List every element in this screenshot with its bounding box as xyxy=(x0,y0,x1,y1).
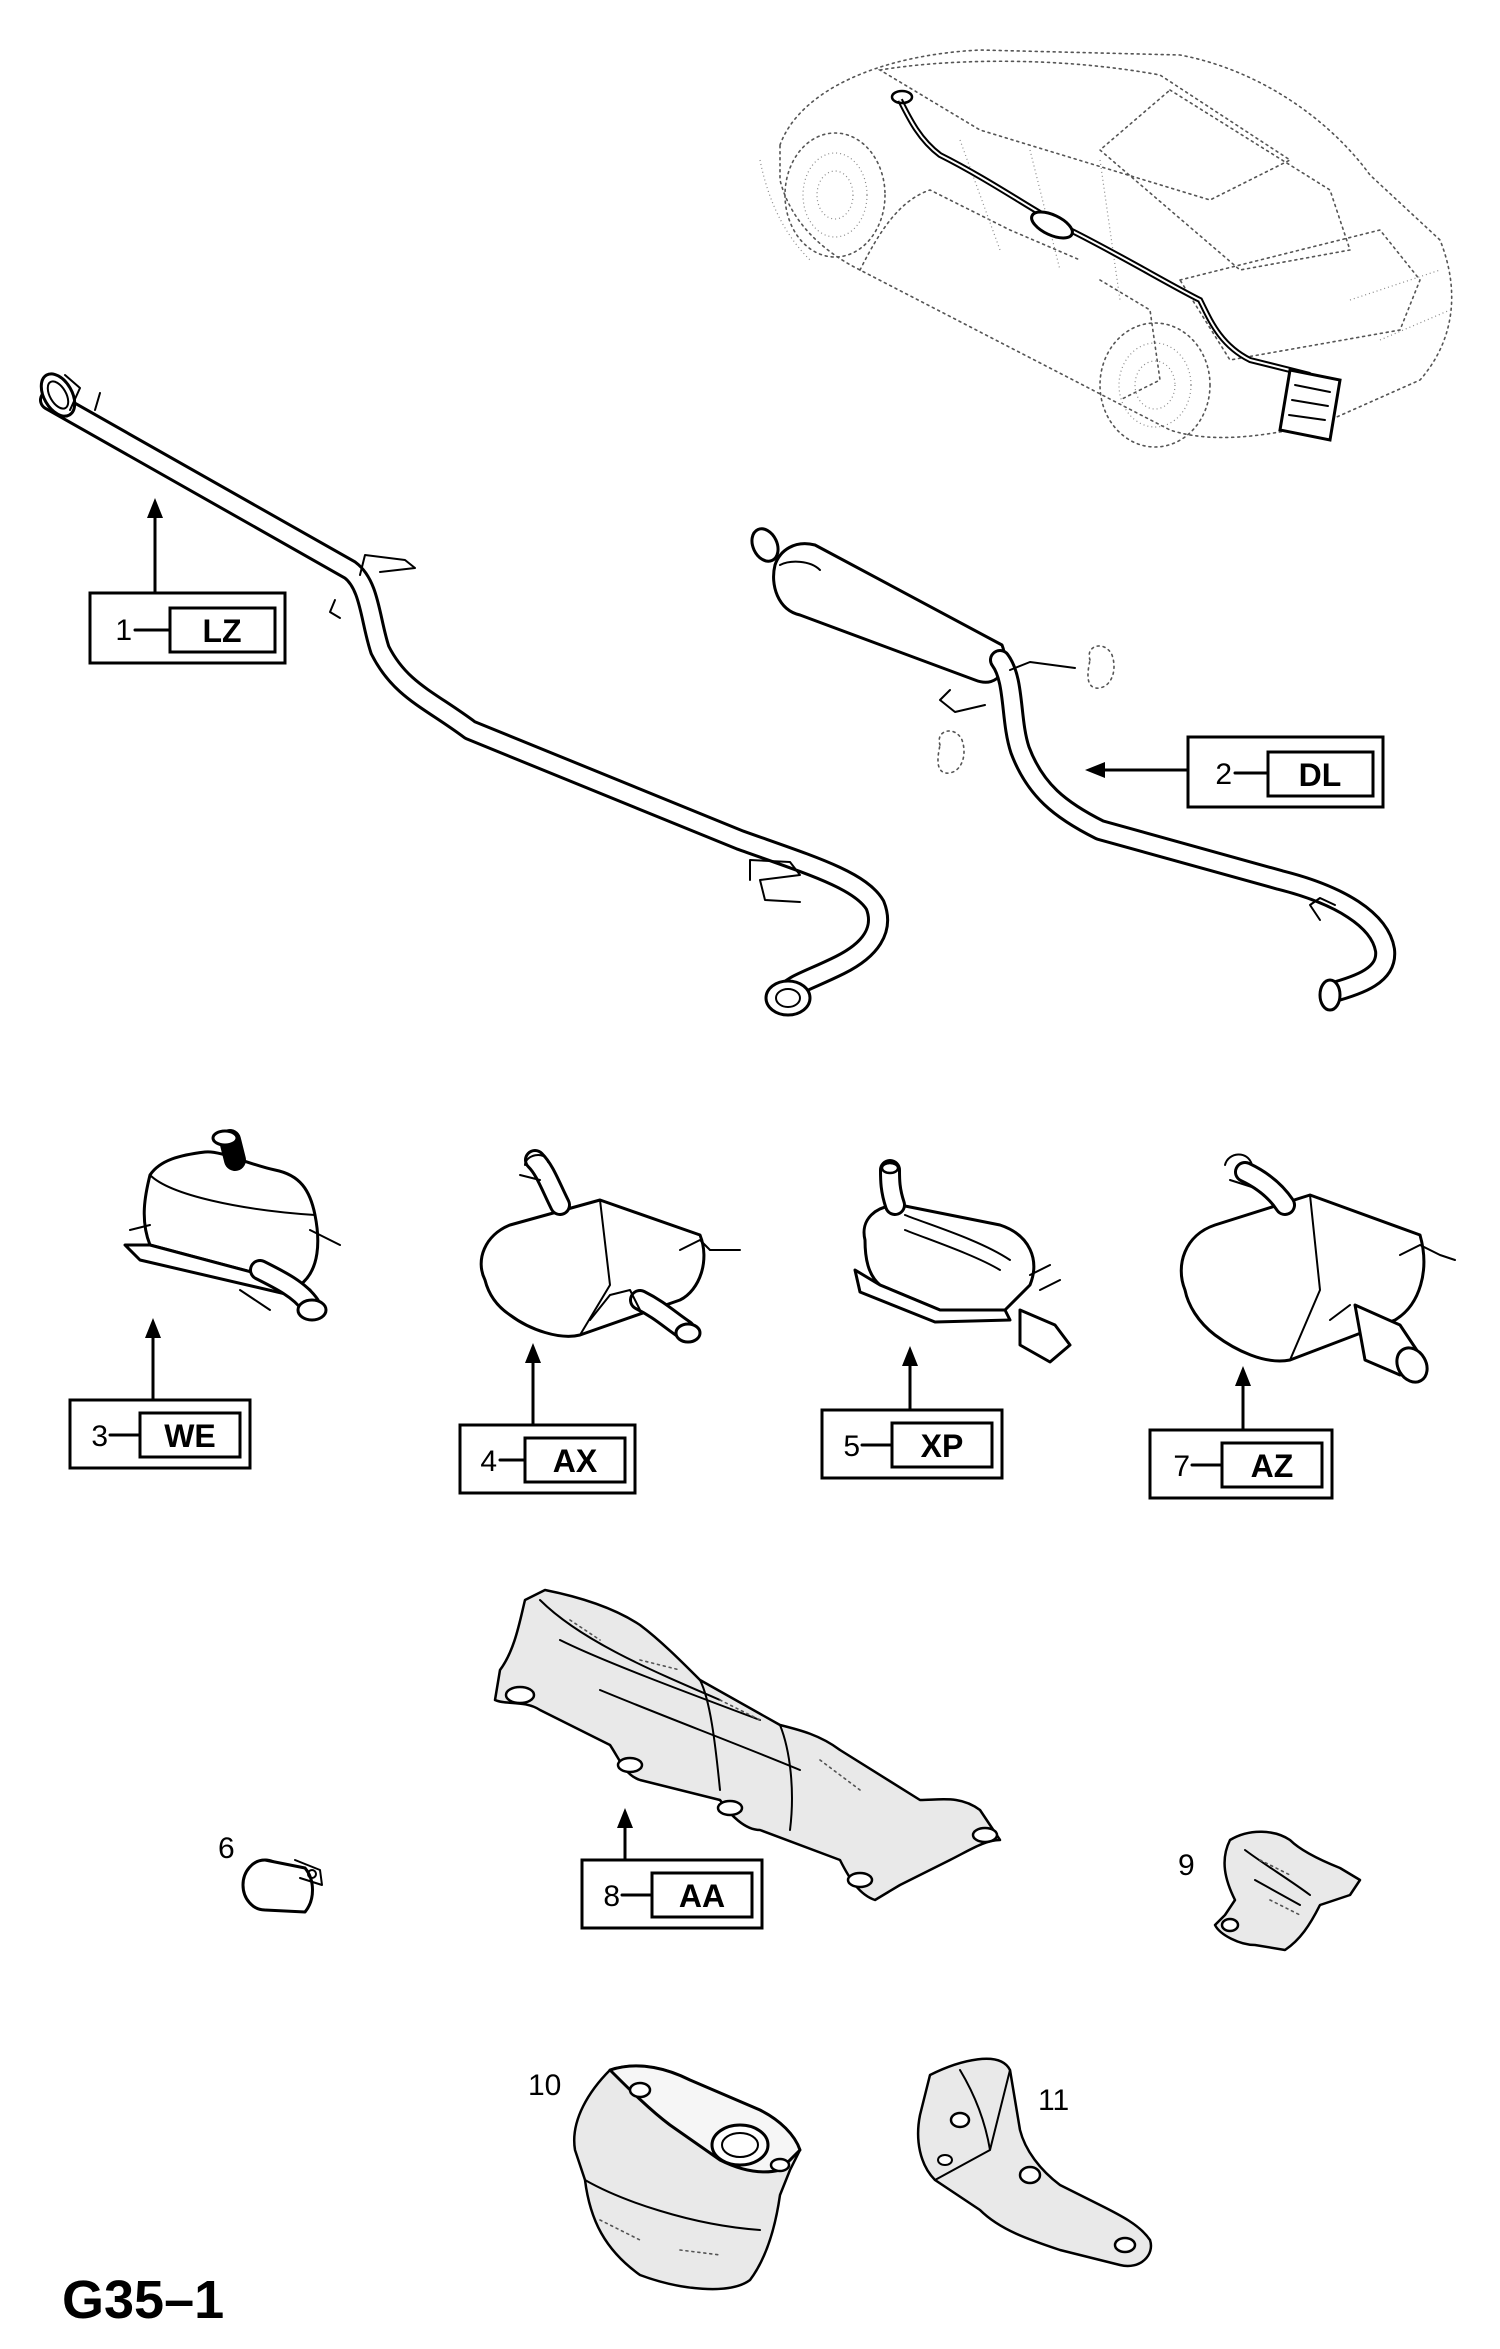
car-outline-illustration xyxy=(759,49,1453,448)
part-8-heat-shield xyxy=(493,1588,1002,1902)
part-code-7: AZ xyxy=(1251,1448,1294,1484)
part-2-center-muffler xyxy=(750,527,1397,1012)
callout-part-7: 7 AZ xyxy=(1148,1366,1334,1500)
part-5-rear-muffler xyxy=(853,1159,1072,1364)
part-11-bracket: 11 xyxy=(916,2057,1153,2268)
part-number-9: 9 xyxy=(1178,1849,1195,1882)
part-6-clamp: 6 xyxy=(218,1832,323,1914)
part-9-heat-shield: 9 xyxy=(1178,1830,1362,1952)
part-number-8: 8 xyxy=(603,1880,620,1913)
callout-part-3: 3 WE xyxy=(68,1318,252,1470)
part-number-2: 2 xyxy=(1215,758,1232,791)
part-number-11: 11 xyxy=(1038,2084,1069,2117)
part-code-5: XP xyxy=(921,1428,964,1464)
part-code-1: LZ xyxy=(202,613,241,649)
part-10-heat-shield: 10 xyxy=(528,2064,802,2291)
part-code-8: AA xyxy=(679,1878,725,1914)
part-1-front-pipe xyxy=(39,372,890,1017)
callout-part-4: 4 AX xyxy=(458,1343,637,1495)
callout-part-5: 5 XP xyxy=(820,1346,1004,1480)
part-number-1: 1 xyxy=(115,614,132,647)
part-7-rear-muffler xyxy=(1179,1153,1456,1384)
part-number-4: 4 xyxy=(480,1445,497,1478)
part-code-3: WE xyxy=(164,1418,216,1454)
part-4-rear-muffler xyxy=(479,1149,741,1344)
part-code-2: DL xyxy=(1299,757,1342,793)
callout-part-1: 1 LZ xyxy=(88,498,287,665)
part-number-3: 3 xyxy=(91,1420,108,1453)
part-number-6: 6 xyxy=(218,1832,235,1865)
part-number-7: 7 xyxy=(1173,1450,1190,1483)
part-number-5: 5 xyxy=(843,1430,860,1463)
callout-part-8: 8 AA xyxy=(580,1808,764,1930)
callout-part-2: 2 DL xyxy=(1085,735,1385,809)
part-number-10: 10 xyxy=(528,2069,561,2102)
part-code-4: AX xyxy=(553,1443,598,1479)
part-3-rear-muffler xyxy=(123,1129,341,1322)
diagram-caption: G35–1 xyxy=(62,2270,224,2330)
